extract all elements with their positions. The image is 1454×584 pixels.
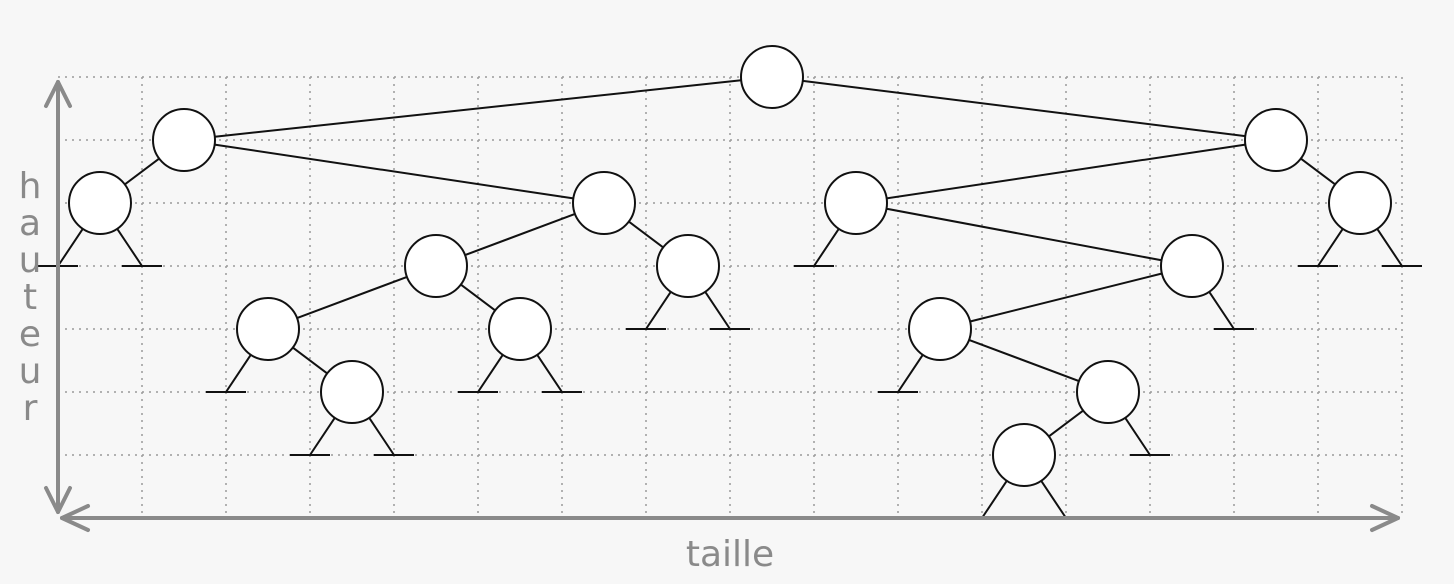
tree-edge — [1048, 409, 1084, 438]
empty-child-stub — [1376, 228, 1422, 267]
tree-node — [740, 45, 804, 109]
tree-node — [152, 108, 216, 172]
empty-child-stub — [368, 417, 414, 456]
tree-edge — [628, 220, 664, 249]
size-axis-arrowhead-right — [1370, 504, 1400, 532]
empty-child-stub — [794, 228, 840, 267]
height-axis-arrowhead-top — [44, 80, 72, 108]
empty-child-stub — [1124, 417, 1170, 456]
empty-child-stub — [704, 291, 750, 330]
empty-child-stub — [1208, 291, 1254, 330]
height-axis-arrowhead-bottom — [44, 486, 72, 514]
size-axis: taille — [60, 504, 1400, 575]
tree-node — [320, 360, 384, 424]
tree-edge — [969, 272, 1163, 323]
size-axis-arrowhead-left — [60, 504, 90, 532]
tree-edge — [296, 275, 408, 320]
tree-node — [236, 297, 300, 361]
tree-edge — [214, 79, 742, 138]
dotted-grid — [58, 76, 1403, 518]
tree-edge — [124, 157, 160, 186]
tree-edge — [460, 283, 496, 312]
empty-child-stub — [206, 354, 252, 393]
empty-child-stub — [290, 417, 336, 456]
tree-node — [824, 171, 888, 235]
size-axis-label: taille — [686, 534, 774, 575]
empty-child-stub — [38, 228, 84, 267]
tree-node — [1328, 171, 1392, 235]
empty-child-stub — [1040, 480, 1086, 519]
tree-node — [572, 171, 636, 235]
empty-child-stub — [1298, 228, 1344, 267]
tree-node — [656, 234, 720, 298]
tree-node — [908, 297, 972, 361]
empty-child-stub — [116, 228, 162, 267]
tree-node — [1076, 360, 1140, 424]
empty-child-stub — [458, 354, 504, 393]
empty-child-stub — [626, 291, 672, 330]
tree-edge — [968, 338, 1080, 383]
tree-edge — [1300, 157, 1336, 186]
leaf-stubs — [38, 228, 1422, 519]
tree-node — [488, 297, 552, 361]
tree-edge — [886, 143, 1246, 200]
tree-node — [404, 234, 468, 298]
empty-child-stub — [962, 480, 1008, 519]
tree-nodes — [68, 45, 1392, 487]
tree-edge — [886, 207, 1162, 262]
empty-child-stub — [878, 354, 924, 393]
empty-child-stub — [536, 354, 582, 393]
tree-node — [68, 171, 132, 235]
tree-edge — [292, 346, 328, 375]
tree-node — [992, 423, 1056, 487]
tree-node — [1160, 234, 1224, 298]
tree-edge — [214, 143, 574, 200]
tree-edge — [802, 79, 1246, 138]
tree-node — [1244, 108, 1308, 172]
tree-edges — [124, 79, 1336, 438]
tree-edge — [464, 212, 576, 257]
